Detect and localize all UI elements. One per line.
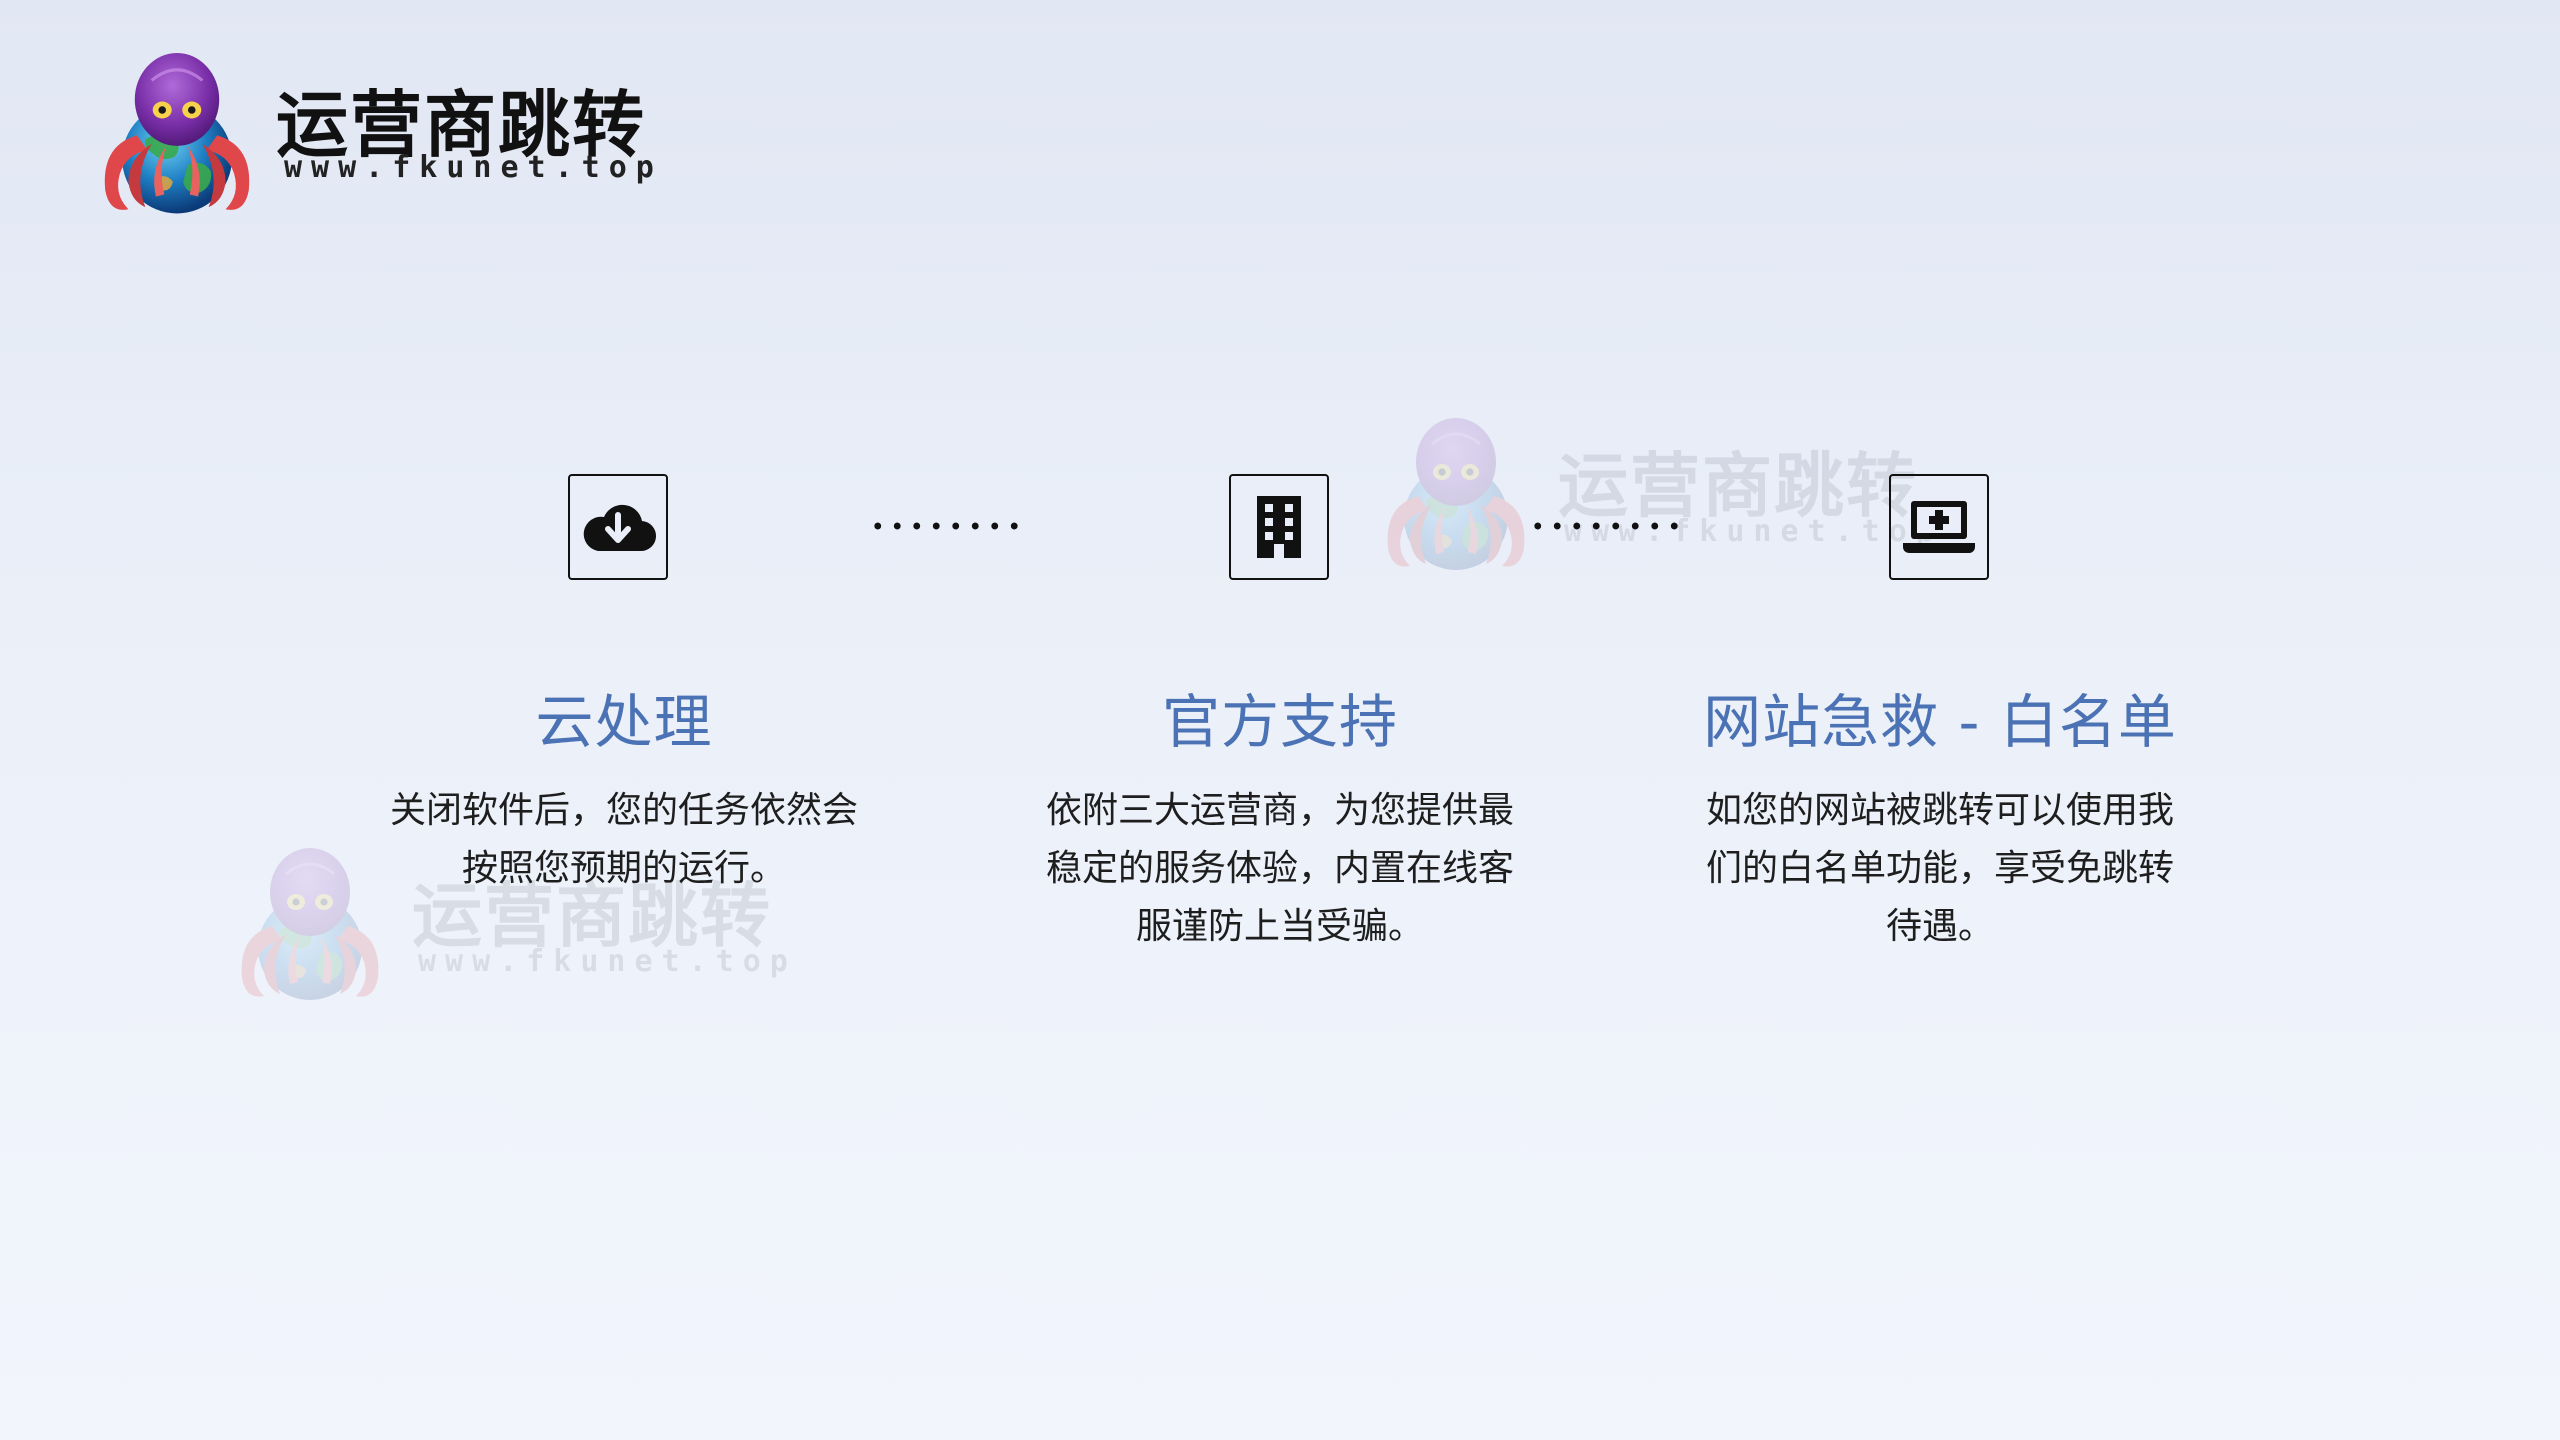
feature-cloud-processing: 云处理 关闭软件后，您的任务依然会按照您预期的运行。 bbox=[364, 680, 884, 898]
dotted-connector bbox=[1528, 522, 1688, 530]
watermark-url: www.fkunet.top bbox=[1564, 514, 1943, 549]
watermark-logo bbox=[1386, 416, 1526, 572]
feature-description: 如您的网站被跳转可以使用我们的白名单功能，享受免跳转待遇。 bbox=[1705, 790, 2174, 947]
feature-official-support: 官方支持 依附三大运营商，为您提供最稳定的服务体验，内置在线客服谨防上当受骗。 bbox=[1020, 680, 1540, 956]
feature-title: 官方支持 bbox=[1161, 688, 1398, 756]
building-icon-frame bbox=[1229, 474, 1329, 580]
laptop-medical-icon-frame bbox=[1889, 474, 1989, 580]
watermark-title: 运营商跳转 bbox=[1558, 445, 1918, 527]
feature-title: 网站急救 - 白名单 bbox=[1703, 688, 2177, 756]
laptop-medical-icon bbox=[1903, 501, 1975, 553]
watermark-url: www.fkunet.top bbox=[418, 944, 797, 979]
feature-title: 云处理 bbox=[535, 688, 713, 756]
brand-url: www.fkunet.top bbox=[284, 150, 663, 185]
feature-website-whitelist: 网站急救 - 白名单 如您的网站被跳转可以使用我们的白名单功能，享受免跳转待遇。 bbox=[1680, 680, 2200, 956]
cloud-download-icon bbox=[583, 504, 657, 552]
brand-logo bbox=[103, 51, 251, 216]
building-icon bbox=[1257, 496, 1301, 558]
feature-description: 依附三大运营商，为您提供最稳定的服务体验，内置在线客服谨防上当受骗。 bbox=[1045, 790, 1514, 947]
watermark: 运营商跳转 www.fkunet.top bbox=[1366, 400, 1934, 590]
brand-title: 运营商跳转 bbox=[276, 83, 647, 167]
cloud-download-icon-frame bbox=[568, 474, 668, 580]
dotted-connector bbox=[868, 522, 1028, 530]
feature-description: 关闭软件后，您的任务依然会按照您预期的运行。 bbox=[389, 790, 858, 889]
